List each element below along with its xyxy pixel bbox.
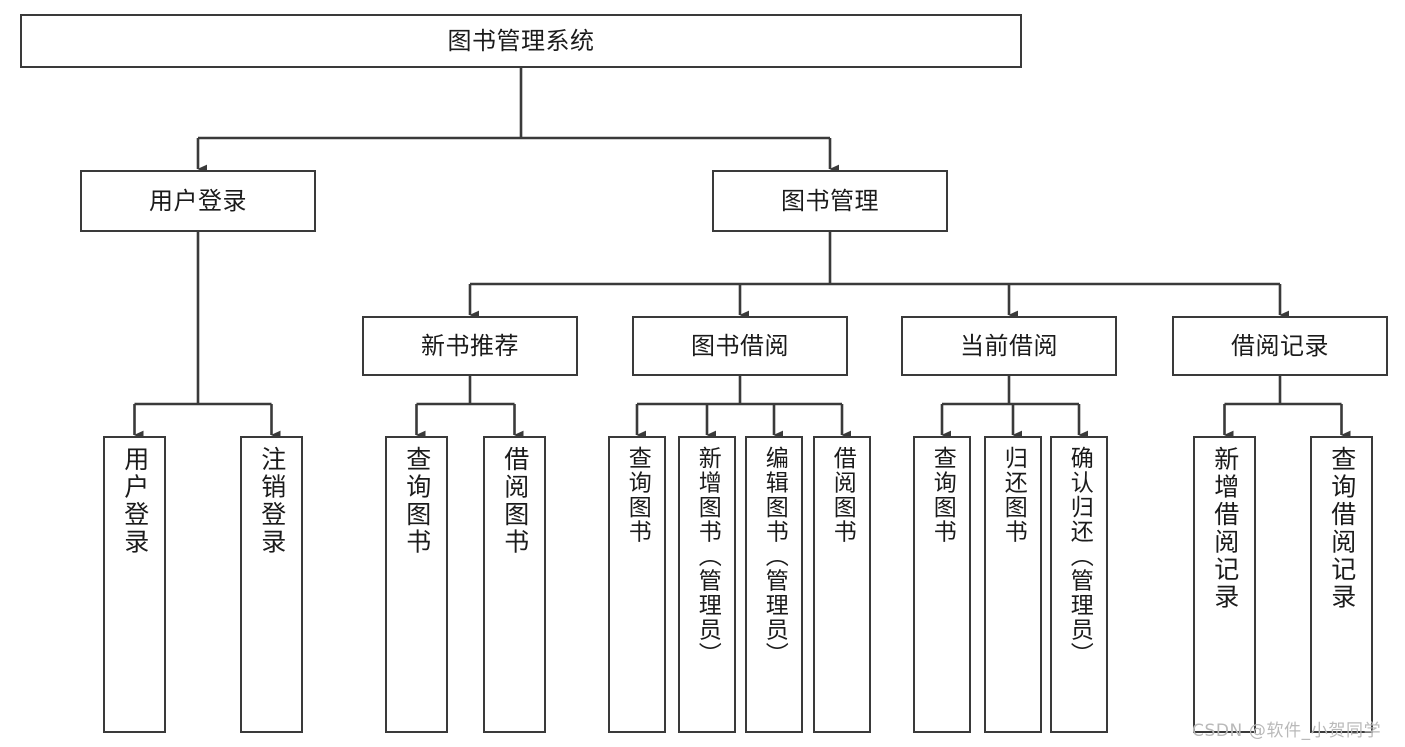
leaf-edit-book-admin[interactable]: 编辑图书（管理员） (745, 436, 803, 733)
node-label: 借阅图书 (829, 446, 856, 544)
node-label: 新增借阅记录 (1210, 446, 1240, 611)
leaf-borrow-book[interactable]: 借阅图书 (813, 436, 871, 733)
leaf-return-book[interactable]: 归还图书 (984, 436, 1042, 733)
leaf-query-books-borrow[interactable]: 查询图书 (608, 436, 666, 733)
node-user-login[interactable]: 用户登录 (80, 170, 316, 232)
node-new-book-recommend[interactable]: 新书推荐 (362, 316, 578, 376)
node-current-borrow[interactable]: 当前借阅 (901, 316, 1117, 376)
node-label: 借阅记录 (1231, 331, 1329, 360)
node-label: 确认归还（管理员） (1066, 446, 1093, 667)
leaf-borrow-books-recommend[interactable]: 借阅图书 (483, 436, 546, 733)
node-label: 查询图书 (624, 446, 651, 544)
leaf-user-login[interactable]: 用户登录 (103, 436, 166, 733)
node-label: 查询图书 (402, 446, 432, 556)
node-label: 借阅图书 (500, 446, 530, 556)
node-label: 新书推荐 (421, 331, 519, 360)
leaf-query-books-current[interactable]: 查询图书 (913, 436, 971, 733)
node-label: 用户登录 (120, 446, 150, 556)
node-label: 当前借阅 (960, 331, 1058, 360)
leaf-query-borrow-record[interactable]: 查询借阅记录 (1310, 436, 1373, 733)
node-label: 归还图书 (1000, 446, 1027, 544)
node-root[interactable]: 图书管理系统 (20, 14, 1022, 68)
leaf-add-borrow-record[interactable]: 新增借阅记录 (1193, 436, 1256, 733)
csdn-watermark: CSDN @软件_小贺同学 (1192, 721, 1382, 741)
node-label: 编辑图书（管理员） (761, 446, 788, 667)
node-label: 查询图书 (929, 446, 956, 544)
node-label: 图书管理系统 (447, 26, 595, 55)
leaf-query-books-recommend[interactable]: 查询图书 (385, 436, 448, 733)
node-label: 图书借阅 (691, 331, 789, 360)
node-borrow-records[interactable]: 借阅记录 (1172, 316, 1388, 376)
leaf-add-book-admin[interactable]: 新增图书（管理员） (678, 436, 736, 733)
node-book-management[interactable]: 图书管理 (712, 170, 948, 232)
leaf-logout[interactable]: 注销登录 (240, 436, 303, 733)
node-label: 新增图书（管理员） (694, 446, 721, 667)
node-label: 查询借阅记录 (1327, 446, 1357, 611)
node-book-borrow[interactable]: 图书借阅 (632, 316, 848, 376)
node-label: 图书管理 (781, 186, 879, 215)
leaf-confirm-return-admin[interactable]: 确认归还（管理员） (1050, 436, 1108, 733)
node-label: 用户登录 (149, 186, 247, 215)
node-label: 注销登录 (257, 446, 287, 556)
